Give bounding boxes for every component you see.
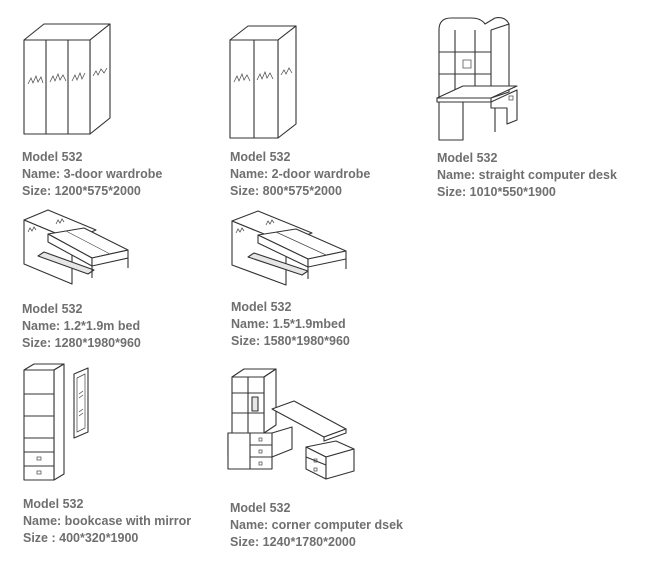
product-name: Name: 3-door wardrobe — [22, 167, 163, 181]
corner-desk-icon — [222, 365, 362, 485]
product-caption: Model 532 Name: bookcase with mirror Siz… — [23, 496, 191, 547]
product-size: Size: 1010*550*1900 — [437, 185, 556, 199]
product-size: Size : 400*320*1900 — [23, 531, 139, 545]
model-label: Model 532 — [22, 302, 83, 316]
product-size: Size: 800*575*2000 — [230, 184, 342, 198]
product-name: Name: 1.2*1.9m bed — [22, 319, 141, 333]
bed-icon — [226, 207, 351, 287]
computer-desk-icon — [433, 12, 523, 144]
product-size: Size: 1240*1780*2000 — [230, 535, 356, 549]
product-size: Size: 1280*1980*960 — [22, 336, 141, 350]
model-label: Model 532 — [230, 150, 291, 164]
bookcase-mirror-icon — [20, 360, 110, 485]
wardrobe-3-door-icon — [20, 18, 115, 143]
model-label: Model 532 — [437, 151, 498, 165]
product-caption: Model 532 Name: corner computer dsek Siz… — [230, 500, 403, 551]
bed-icon — [18, 206, 133, 286]
product-name: Name: 1.5*1.9mbed — [231, 317, 346, 331]
product-name: Name: corner computer dsek — [230, 518, 403, 532]
product-caption: Model 532 Name: 3-door wardrobe Size: 12… — [22, 149, 162, 200]
model-label: Model 532 — [231, 300, 292, 314]
product-caption: Model 532 Name: straight computer desk S… — [437, 150, 617, 201]
product-caption: Model 532 Name: 1.5*1.9mbed Size: 1580*1… — [231, 299, 350, 350]
product-caption: Model 532 Name: 1.2*1.9m bed Size: 1280*… — [22, 301, 141, 352]
wardrobe-2-door-icon — [226, 20, 301, 145]
model-label: Model 532 — [22, 150, 83, 164]
product-size: Size: 1580*1980*960 — [231, 334, 350, 348]
model-label: Model 532 — [23, 497, 84, 511]
product-size: Size: 1200*575*2000 — [22, 184, 141, 198]
model-label: Model 532 — [230, 501, 291, 515]
product-caption: Model 532 Name: 2-door wardrobe Size: 80… — [230, 149, 370, 200]
product-name: Name: 2-door wardrobe — [230, 167, 371, 181]
product-name: Name: bookcase with mirror — [23, 514, 192, 528]
product-name: Name: straight computer desk — [437, 168, 617, 182]
